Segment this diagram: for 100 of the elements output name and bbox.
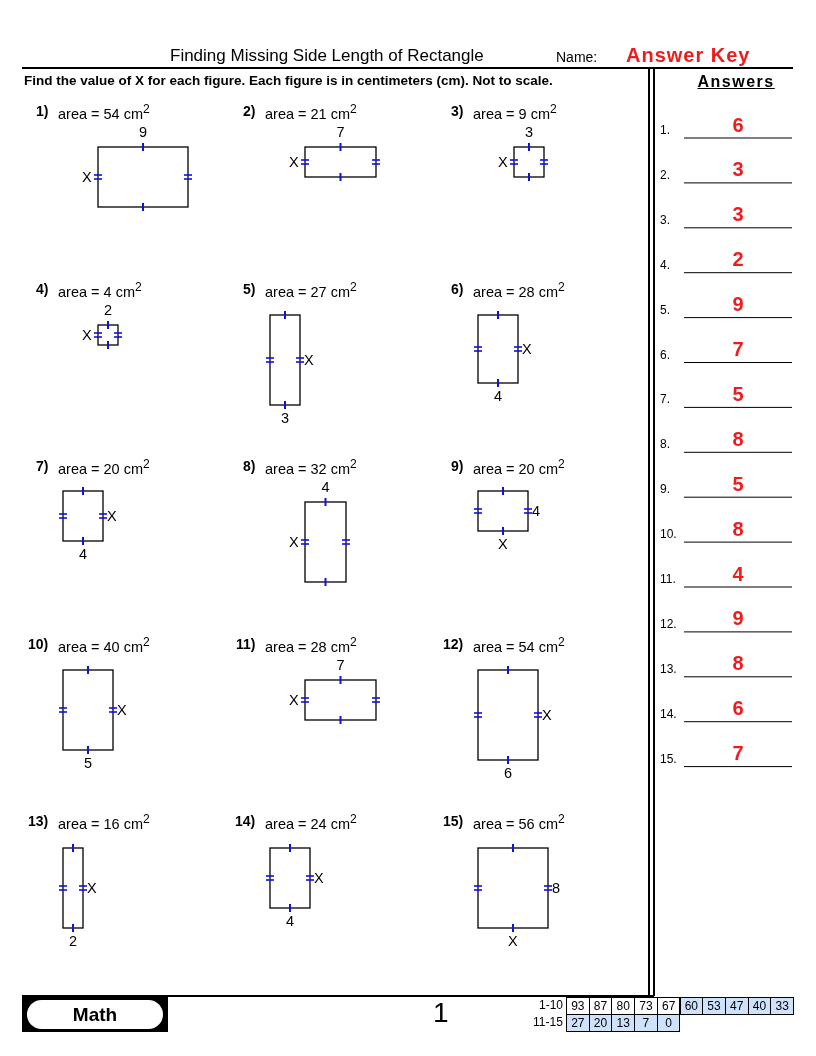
- side-length-label: 4: [79, 546, 88, 562]
- area-text: area = 16 cm$^{2}$: [58, 812, 150, 832]
- side-length-label: 4: [286, 913, 295, 929]
- area-text: area = 20 cm$^{2}$: [58, 457, 150, 477]
- side-length-label: X: [314, 870, 324, 886]
- answer-number: 8.: [660, 437, 670, 452]
- area-text: area = 32 cm$^{2}$: [265, 457, 357, 477]
- score-cell: 40: [747, 997, 772, 1015]
- answer-value: 7: [732, 338, 744, 361]
- answer-value: 5: [732, 472, 744, 496]
- score-cell: 7: [634, 1014, 658, 1032]
- problem-number: 10): [28, 636, 49, 652]
- area-text: area = 20 cm$^{2}$: [473, 457, 565, 477]
- area-text: area = 4 cm$^{2}$: [58, 280, 142, 300]
- side-length-label: 4: [494, 388, 503, 404]
- side-length-label: X: [542, 707, 552, 723]
- page-number: 1: [433, 997, 449, 1029]
- problem-number: 15): [443, 813, 464, 829]
- score-cell: 60: [679, 997, 704, 1015]
- area-text: area = 28 cm$^{2}$: [473, 280, 565, 300]
- score-cell: 67: [656, 997, 681, 1015]
- side-length-label: X: [82, 327, 92, 343]
- area-text: area = 54 cm$^{2}$: [473, 635, 565, 655]
- answer-value: 5: [732, 382, 744, 406]
- answer-value: 8: [732, 652, 744, 676]
- side-length-label: X: [82, 169, 92, 185]
- side-length-label: X: [289, 154, 299, 170]
- area-text: area = 21 cm$^{2}$: [265, 102, 357, 122]
- answer-number: 11.: [660, 572, 676, 586]
- answer-number: 12.: [660, 616, 677, 631]
- answer-number: 15.: [660, 751, 677, 766]
- answer-key-text: Answer Key: [626, 43, 751, 67]
- answer-number: 13.: [660, 661, 677, 676]
- score-cell: 47: [724, 997, 749, 1015]
- side-length-label: X: [304, 352, 314, 368]
- answer-value: 2: [732, 248, 744, 272]
- problem-number: 13): [28, 813, 49, 829]
- side-length-label: 5: [84, 755, 93, 771]
- answer-number: 10.: [660, 527, 677, 542]
- answer-number: 14.: [660, 706, 677, 721]
- answer-value: 6: [732, 113, 744, 137]
- problem-number: 11): [236, 636, 256, 652]
- side-length-label: X: [498, 154, 508, 170]
- side-length-label: 7: [336, 657, 345, 673]
- side-length-label: X: [289, 534, 299, 550]
- area-text: area = 9 cm$^{2}$: [473, 102, 557, 122]
- answer-value: 6: [732, 697, 744, 721]
- score-cell: 20: [588, 1014, 613, 1032]
- side-length-label: 2: [69, 933, 78, 949]
- side-length-label: 3: [281, 410, 290, 426]
- answer-value: 9: [732, 607, 744, 631]
- answer-value: 8: [732, 517, 744, 541]
- answer-number: 1.: [660, 123, 670, 137]
- answer-number: 6.: [660, 347, 670, 362]
- score-range-label: 11-15: [533, 1015, 563, 1029]
- side-length-label: X: [87, 880, 97, 896]
- answer-number: 2.: [660, 167, 670, 182]
- problem-number: 5): [243, 281, 256, 297]
- side-length-label: 3: [525, 124, 534, 140]
- area-text: area = 40 cm$^{2}$: [58, 635, 150, 655]
- score-cell: 53: [702, 997, 726, 1015]
- area-text: area = 28 cm$^{2}$: [265, 635, 357, 655]
- answer-value: 9: [732, 293, 744, 317]
- area-text: area = 54 cm$^{2}$: [58, 102, 150, 122]
- answer-value: 4: [732, 562, 744, 586]
- score-cell: 27: [566, 1014, 590, 1032]
- score-cell: 93: [566, 997, 590, 1015]
- side-length-label: X: [498, 536, 508, 552]
- answer-value: 3: [732, 203, 744, 227]
- problem-number: 9): [451, 458, 464, 474]
- side-length-label: 9: [139, 124, 148, 140]
- problem-number: 4): [36, 281, 49, 297]
- score-cell: 33: [770, 997, 794, 1015]
- answer-value: 8: [732, 427, 744, 451]
- problem-number: 6): [451, 281, 464, 297]
- answers-heading: Answers: [697, 73, 775, 91]
- answer-number: 5.: [660, 302, 670, 317]
- side-length-label: 4: [532, 503, 541, 519]
- score-cell: 0: [656, 1014, 681, 1032]
- problem-number: 8): [243, 458, 256, 474]
- problem-number: 12): [443, 636, 464, 652]
- side-length-label: 4: [321, 479, 330, 495]
- answer-value: 7: [732, 742, 744, 766]
- side-length-label: X: [508, 933, 518, 949]
- side-length-label: 8: [552, 880, 561, 896]
- side-length-label: X: [117, 702, 127, 718]
- problem-number: 14): [235, 813, 256, 829]
- worksheet-title: Finding Missing Side Length of Rectangle: [170, 46, 484, 66]
- subject-label: Math: [27, 1000, 163, 1029]
- name-label: Name:: [556, 49, 598, 65]
- answer-number: 3.: [660, 212, 670, 227]
- problem-number: 7): [36, 458, 49, 474]
- instructions-text: Find the value of X for each figure. Each figure is in centimeters (cm). Not to scale.: [24, 72, 553, 88]
- side-length-label: X: [522, 341, 532, 357]
- answer-number: 4.: [660, 257, 670, 272]
- problem-number: 3): [451, 103, 464, 119]
- side-length-label: X: [107, 508, 117, 524]
- side-length-label: X: [289, 692, 299, 708]
- side-length-label: 2: [104, 302, 113, 318]
- side-length-label: 7: [336, 124, 345, 140]
